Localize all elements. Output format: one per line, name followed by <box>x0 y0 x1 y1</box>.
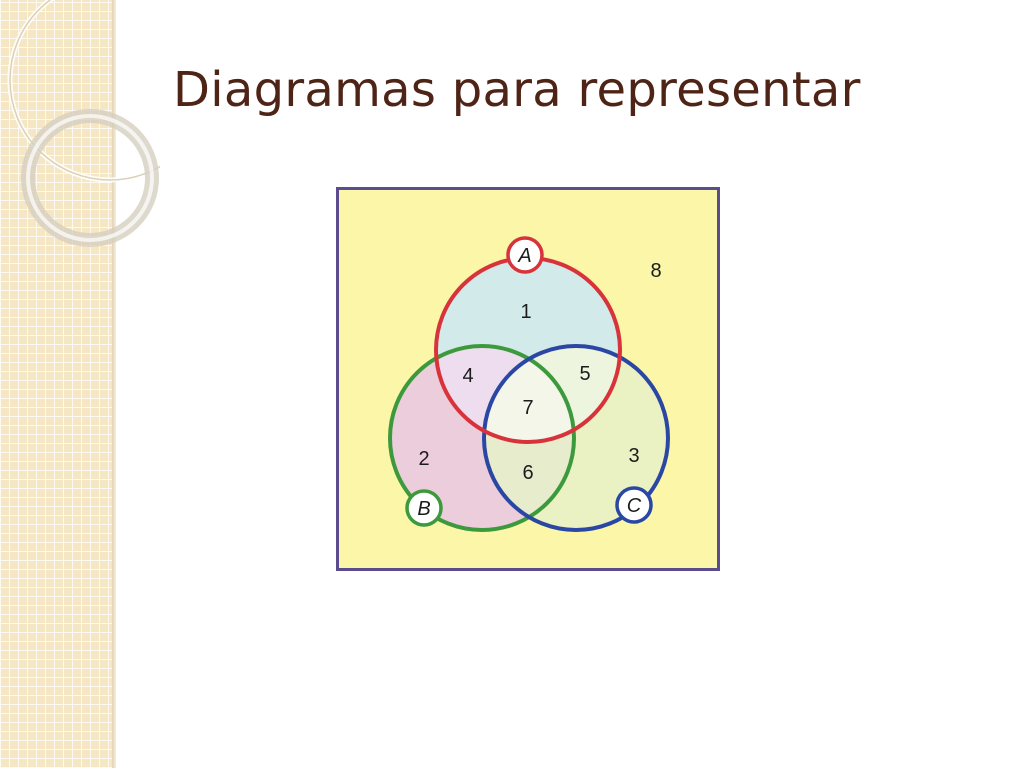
set-a-label-badge: A <box>506 236 544 274</box>
decorative-ring-small-highlight <box>26 114 154 242</box>
region-only-c: 3 <box>628 445 639 467</box>
side-strip-edge <box>112 0 116 768</box>
region-only-a: 1 <box>520 301 531 323</box>
decorative-ring-large-outline <box>9 0 160 181</box>
region-a-and-b: 4 <box>462 365 473 387</box>
set-b-label: B <box>417 498 430 520</box>
set-b-label-badge: B <box>405 489 443 527</box>
set-b-circle <box>388 344 576 532</box>
set-c-label: C <box>627 495 642 517</box>
region-a-and-c: 5 <box>579 363 590 385</box>
set-a-badge-ring <box>506 236 544 274</box>
decorative-rings <box>7 0 160 247</box>
set-b-badge-ring <box>405 489 443 527</box>
set-c-label-badge: C <box>615 486 653 524</box>
venn-diagram-canvas: 1 4 5 7 2 6 3 8 A B C <box>336 187 720 571</box>
set-a-label: A <box>517 245 531 267</box>
venn-diagram: 1 4 5 7 2 6 3 8 A B C <box>336 187 720 571</box>
region-only-b: 2 <box>418 448 429 470</box>
set-c-circle <box>482 344 670 532</box>
set-c-badge-ring <box>615 486 653 524</box>
slide-title: Diagramas para representar <box>173 62 861 118</box>
region-a-b-c: 7 <box>522 397 533 419</box>
region-b-and-c: 6 <box>522 462 533 484</box>
region-outside: 8 <box>650 260 661 282</box>
